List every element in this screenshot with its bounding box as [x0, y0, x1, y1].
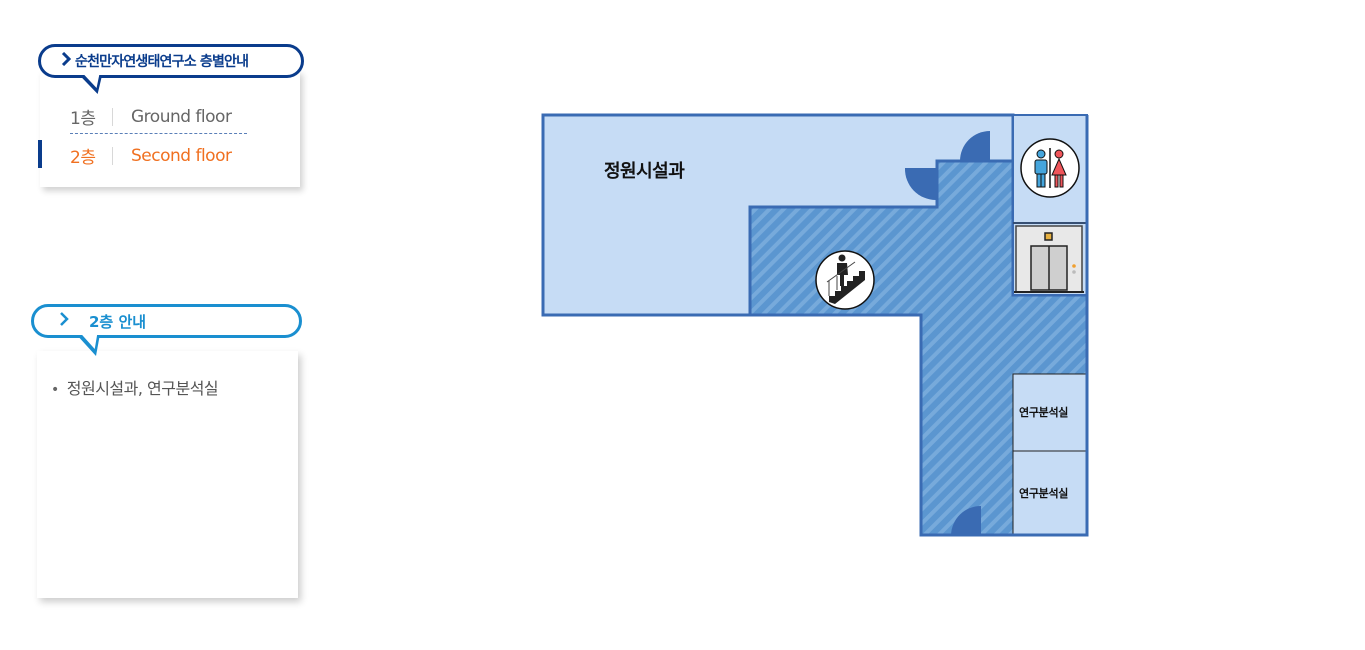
floor-info-panel: 정원시설과, 연구분석실 [37, 351, 298, 598]
floor-selector-title-text: 순천만자연생태연구소 층별안내 [75, 54, 249, 70]
room-label-main-office: 정원시설과 [604, 161, 685, 182]
floor-item-2[interactable]: 2층 Second floor [70, 143, 232, 169]
floor-info-title: 2층 안내 [31, 304, 302, 338]
door-icon [960, 131, 990, 161]
elevator-icon [1014, 225, 1084, 293]
floor-divider [70, 133, 247, 134]
floor-name: Second floor [131, 145, 232, 166]
room-label-lab-1: 연구분석실 [1019, 406, 1069, 419]
floor-name: Ground floor [131, 106, 232, 127]
door-icon [951, 506, 981, 535]
divider [112, 107, 113, 126]
restroom-icon [1020, 138, 1080, 198]
active-floor-marker [38, 140, 42, 168]
room-lab-2[interactable] [1012, 450, 1088, 536]
door-icon [904, 168, 936, 200]
room-label-lab-2: 연구분석실 [1019, 487, 1069, 500]
list-item: 정원시설과, 연구분석실 [51, 375, 219, 399]
room-lab-1[interactable] [1012, 373, 1088, 452]
chevron-right-icon [59, 312, 69, 330]
chevron-right-icon [61, 51, 72, 70]
floor-item-1[interactable]: 1층 Ground floor [70, 104, 232, 130]
floor-info-title-text: 2층 안내 [89, 312, 147, 331]
floor-selector-title: 순천만자연생태연구소 층별안내 [38, 44, 304, 78]
floor-info-list: 정원시설과, 연구분석실 [51, 375, 219, 399]
floor-selector-panel: 1층 Ground floor 2층 Second floor [38, 70, 300, 187]
stairs-icon [815, 250, 875, 310]
divider [112, 146, 113, 165]
floor-number: 2층 [70, 148, 96, 168]
floor-number: 1층 [70, 109, 96, 129]
